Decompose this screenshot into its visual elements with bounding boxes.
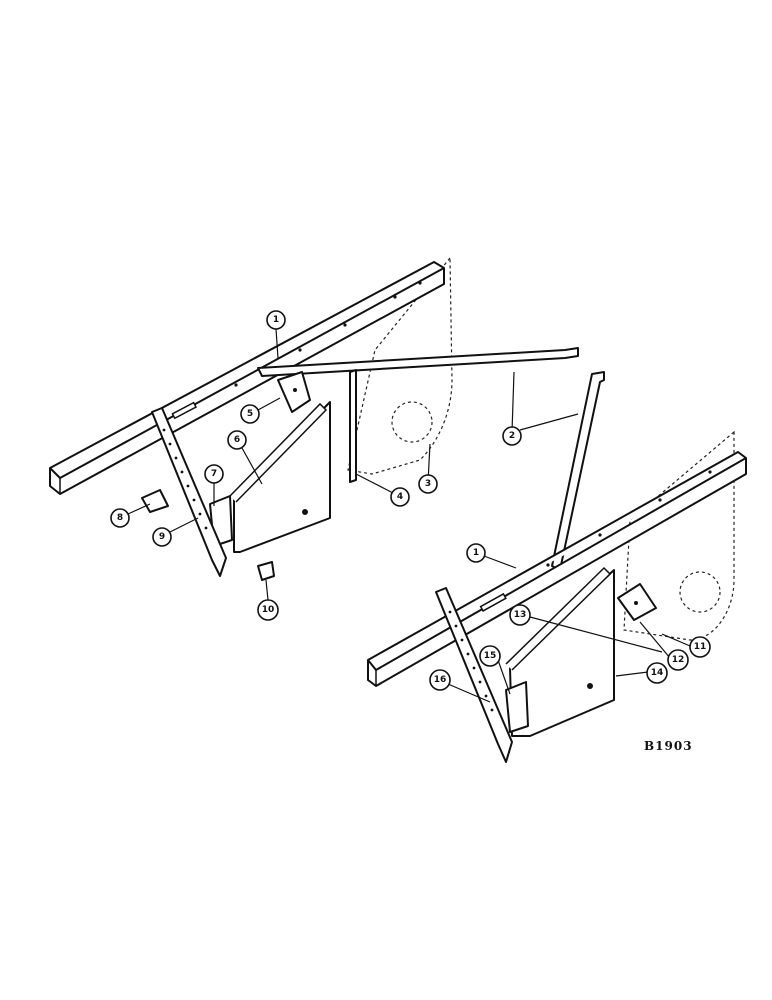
callout-1-lower: 1 — [466, 543, 486, 563]
frame-beam-lower-slot — [479, 592, 507, 612]
perforated-strip-16 — [435, 587, 513, 763]
callout-1-upper-label: 1 — [273, 315, 279, 325]
frame-beam-upper — [49, 261, 445, 495]
callout-13-label: 13 — [514, 610, 527, 620]
callout-5-label: 5 — [247, 409, 253, 419]
callout-4: 4 — [390, 487, 410, 507]
vertical-strip-left — [349, 369, 357, 483]
callout-9-label: 9 — [159, 532, 165, 542]
callout-15: 15 — [479, 645, 501, 667]
side-panel-6-rib — [229, 402, 328, 503]
callout-14: 14 — [646, 662, 668, 684]
clip-10 — [257, 561, 275, 581]
side-panel-6-hole — [302, 509, 308, 515]
panel-outline-left — [347, 256, 453, 475]
perforated-strip-16-holes — [448, 610, 494, 712]
callout-8-label: 8 — [117, 513, 123, 523]
cross-brace-upper — [257, 347, 579, 377]
bracket-5 — [277, 371, 311, 413]
bracket-8 — [141, 489, 169, 513]
frame-beam-upper-slot — [171, 401, 198, 420]
callout-2: 2 — [502, 426, 522, 446]
callout-6-label: 6 — [234, 435, 240, 445]
callout-12-label: 12 — [672, 655, 685, 665]
callout-7-label: 7 — [211, 469, 217, 479]
panel-hole-left — [391, 401, 433, 443]
callout-1-lower-label: 1 — [473, 548, 479, 558]
callout-3: 3 — [418, 474, 438, 494]
callout-13: 13 — [509, 604, 531, 626]
frame-beam-upper-holes — [234, 281, 422, 387]
callout-7: 7 — [204, 464, 224, 484]
callout-14-label: 14 — [651, 668, 664, 678]
side-panel-14-rib — [505, 566, 612, 671]
side-panel-14-hole — [587, 683, 593, 689]
callout-1-upper: 1 — [266, 310, 286, 330]
callout-11: 11 — [689, 636, 711, 658]
callout-11-label: 11 — [694, 642, 707, 652]
bracket-5-hole — [293, 388, 297, 392]
callout-16-label: 16 — [434, 675, 447, 685]
callout-6: 6 — [227, 430, 247, 450]
bracket-12-hole — [634, 601, 638, 605]
callout-12: 12 — [667, 649, 689, 671]
callout-3-label: 3 — [425, 479, 431, 489]
callout-2-label: 2 — [509, 431, 515, 441]
figure-code: B1903 — [644, 739, 693, 753]
panel-hole-right — [679, 571, 721, 613]
cross-brace-lower — [551, 371, 605, 571]
leader-lines — [127, 328, 691, 703]
callout-15-label: 15 — [484, 651, 497, 661]
callout-5: 5 — [240, 404, 260, 424]
callout-10: 10 — [257, 599, 279, 621]
perforated-strip-9 — [151, 407, 227, 577]
callout-4-label: 4 — [397, 492, 403, 502]
callout-9: 9 — [152, 527, 172, 547]
callout-16: 16 — [429, 669, 451, 691]
perforated-strip-9-holes — [162, 428, 208, 530]
frame-beam-lower-holes — [546, 470, 712, 567]
bracket-plate-15 — [505, 681, 529, 733]
callout-10-label: 10 — [262, 605, 275, 615]
callout-8: 8 — [110, 508, 130, 528]
